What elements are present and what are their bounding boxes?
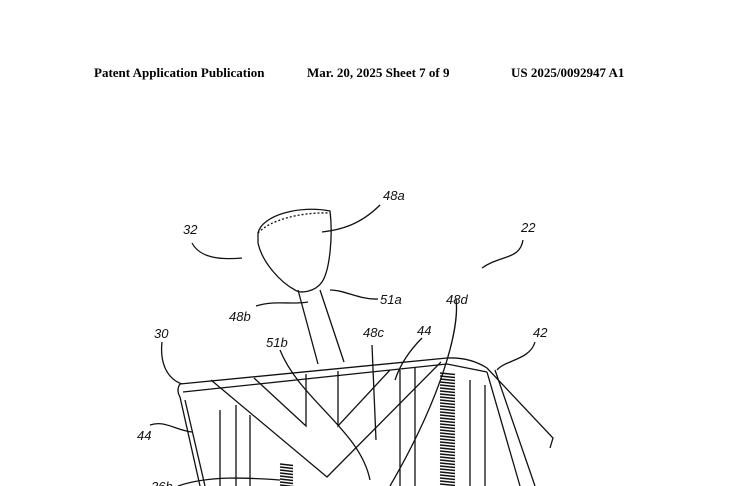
date-sheet: Mar. 20, 2025 Sheet 7 of 9 — [307, 65, 450, 80]
thread-mark — [439, 375, 456, 379]
ref-label-22: 22 — [520, 220, 536, 235]
thread-mark — [439, 462, 456, 466]
thread-mark — [279, 463, 294, 467]
ref-label-51b: 51b — [266, 335, 288, 350]
thread-mark — [439, 399, 456, 403]
ref-label-48c: 48c — [363, 325, 384, 340]
leader-lines — [149, 204, 536, 486]
thread-mark — [439, 429, 456, 433]
thread-mark — [439, 372, 456, 376]
thread-mark — [279, 478, 294, 482]
thread-mark — [439, 444, 456, 448]
ref-label-32: 32 — [183, 222, 198, 237]
ref-label-44: 44 — [417, 323, 431, 338]
ref-label-42: 42 — [533, 325, 548, 340]
thread-mark — [439, 450, 456, 454]
publication-number: US 2025/0092947 A1 — [511, 65, 625, 80]
ref-label-48d: 48d — [446, 292, 468, 307]
thread-mark — [279, 481, 294, 485]
thread-mark — [439, 393, 456, 397]
thread-mark — [279, 472, 294, 476]
thread-mark — [279, 475, 294, 479]
thread-mark — [439, 474, 456, 478]
thread-mark — [439, 480, 456, 484]
threaded-rod — [279, 372, 456, 486]
ref-label-30: 30 — [154, 326, 169, 341]
ref-label-48b: 48b — [229, 309, 251, 324]
thread-mark — [439, 423, 456, 427]
ref-label-51a: 51a — [380, 292, 402, 307]
thread-mark — [439, 378, 456, 382]
thread-mark — [439, 390, 456, 394]
thread-mark — [439, 405, 456, 409]
housing — [177, 298, 554, 486]
thread-mark — [439, 456, 456, 460]
thread-mark — [279, 469, 294, 473]
ref-label-44-left: 44 — [137, 428, 151, 443]
thread-mark — [439, 453, 456, 457]
thread-mark — [439, 468, 456, 472]
thread-mark — [439, 426, 456, 430]
thread-mark — [439, 387, 456, 391]
thread-mark — [439, 465, 456, 469]
thread-mark — [439, 438, 456, 442]
knob — [257, 208, 345, 365]
thread-mark — [439, 384, 456, 388]
thread-mark — [439, 381, 456, 385]
thread-mark — [439, 408, 456, 412]
thread-mark — [439, 402, 456, 406]
thread-mark — [439, 411, 456, 415]
thread-mark — [439, 471, 456, 475]
ref-label-48a: 48a — [383, 188, 405, 203]
thread-mark — [439, 414, 456, 418]
thread-mark — [439, 420, 456, 424]
thread-mark — [439, 483, 456, 486]
thread-mark — [439, 447, 456, 451]
ref-label-36b: 36b — [151, 479, 173, 486]
thread-mark — [439, 396, 456, 400]
thread-mark — [439, 477, 456, 481]
thread-mark — [439, 441, 456, 445]
publication-title: Patent Application Publication — [94, 65, 265, 80]
thread-mark — [439, 432, 456, 436]
thread-mark — [279, 466, 294, 470]
thread-mark — [439, 417, 456, 421]
thread-mark — [439, 435, 456, 439]
thread-mark — [439, 459, 456, 463]
